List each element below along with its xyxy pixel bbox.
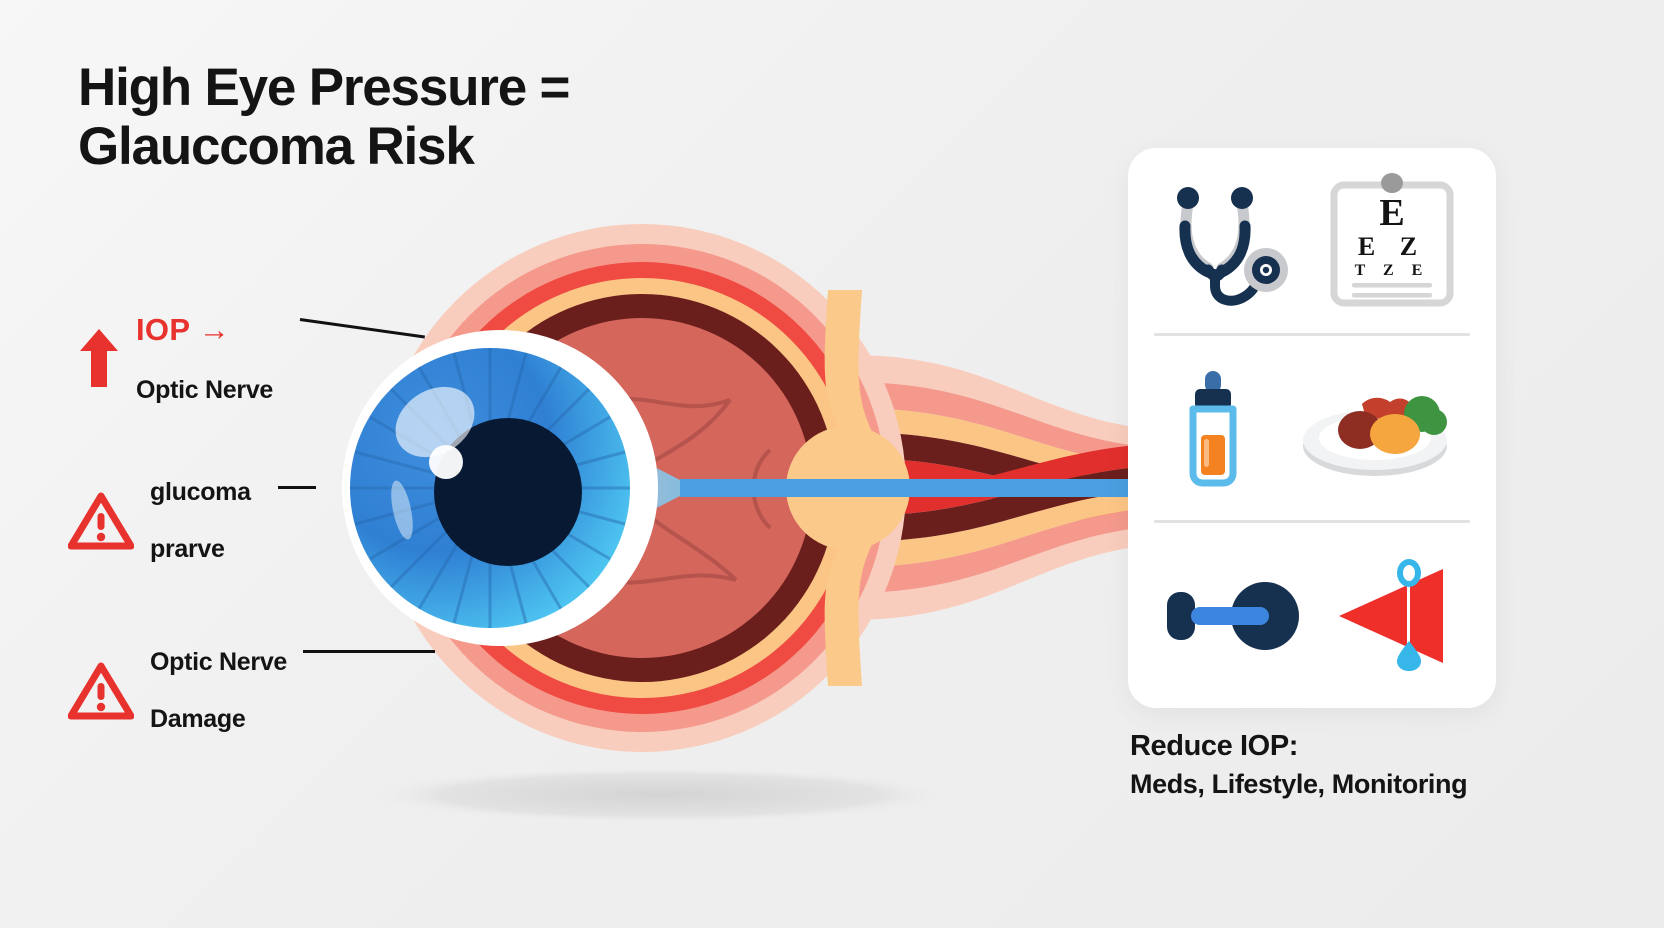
annotation-line1: IOP → [136, 312, 230, 348]
annotation-label-group: Optic Nerve Damage [150, 620, 287, 761]
annotation-line2: Damage [150, 704, 246, 733]
annotation-line2: Optic Nerve [136, 375, 274, 404]
card-divider-2 [1154, 520, 1470, 524]
diagnosis-row: E E Z T Z E [1128, 148, 1496, 333]
caption-line1: Reduce IOP: [1130, 730, 1299, 762]
eye-chart-clipboard-icon: E E Z T Z E [1330, 173, 1454, 307]
annotation-line2: prarve [150, 534, 225, 563]
leader-line-3 [303, 650, 435, 653]
iris-highlight-streak [391, 480, 413, 540]
eye-drop-slot [1175, 369, 1251, 487]
stethoscope-slot [1168, 174, 1292, 306]
warning-triangle-icon [68, 492, 134, 550]
eye-chart-slot: E E Z T Z E [1328, 171, 1456, 309]
lifestyle-row [1128, 523, 1496, 708]
caption-line2: Meds, Lifestyle, Monitoring [1130, 768, 1468, 799]
figure-shadow [370, 767, 950, 823]
iris-highlight-large [395, 386, 475, 458]
eye-drop-bottle-icon [1189, 371, 1236, 487]
stethoscope-icon [1177, 187, 1288, 306]
eye-chart-row-1: E [1379, 192, 1404, 234]
card-caption: Reduce IOP: Meds, Lifestyle, Monitoring [1130, 728, 1570, 802]
pressure-drop-slot [1331, 558, 1459, 673]
optic-axis-line [680, 479, 1200, 497]
up-arrow-icon [80, 329, 118, 387]
iris-group [350, 348, 630, 628]
healthy-plate-slot [1300, 376, 1450, 480]
annotation-label-group: glucoma prarve [150, 450, 251, 591]
reduce-iop-icon-card: E E Z T Z E [1128, 148, 1496, 708]
iris-highlight-small [429, 445, 463, 479]
eye-chart-row-2: E Z [1358, 232, 1426, 261]
dumbbell-icon [1167, 581, 1299, 650]
eye-chart-row-3: T Z E [1355, 262, 1430, 279]
annotation-line1: glucoma [150, 478, 251, 507]
annotation-label-group: IOP → Optic Nerve [136, 284, 273, 432]
annotation-glucoma-prarve: glucoma prarve [68, 450, 251, 591]
pupil [434, 418, 582, 566]
warning-triangle-icon [68, 662, 134, 720]
treatment-row [1128, 336, 1496, 521]
annotation-line1: Optic Nerve [150, 648, 288, 677]
pressure-drop-icon [1339, 558, 1443, 671]
healthy-plate-icon [1302, 396, 1447, 476]
annotation-optic-nerve-damage: Optic Nerve Damage [68, 620, 287, 761]
annotation-iop-optic-nerve: IOP → Optic Nerve [78, 284, 273, 432]
leader-line-2 [278, 486, 316, 489]
page-title: High Eye Pressure = Glauccoma Risk [78, 58, 570, 177]
card-divider-1 [1154, 332, 1470, 336]
dumbbell-slot [1165, 580, 1301, 652]
eye-anatomy-illustration [250, 150, 1200, 840]
